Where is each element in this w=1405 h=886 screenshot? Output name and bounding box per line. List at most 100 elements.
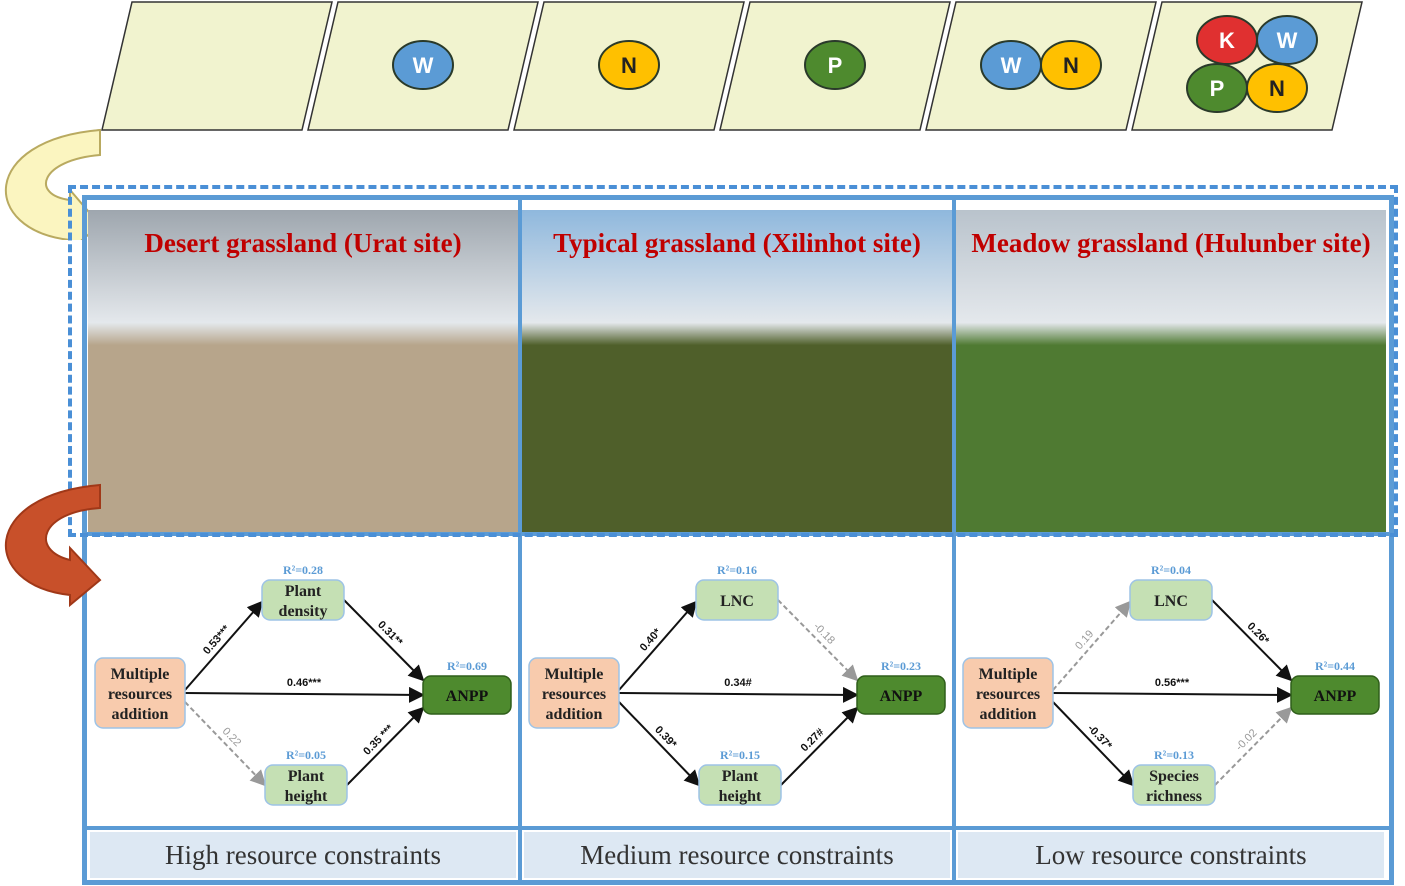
- node-label: ANPP: [1314, 688, 1357, 705]
- path-coefficient: 0.22: [220, 725, 244, 749]
- svg-text:N: N: [621, 53, 637, 78]
- path-source-to-bottom: 0.22: [184, 701, 267, 787]
- nutrient-W-circle: W: [1256, 15, 1318, 65]
- site-title: Typical grassland (Xilinhot site): [553, 228, 921, 258]
- path-coefficient: 0.31**: [375, 619, 405, 649]
- path-diagram: 0.53*** 0.46*** 0.22 0.31** 0.35 *** Multiple…: [94, 563, 512, 806]
- nutrient-W-circle: W: [980, 40, 1042, 90]
- path-coefficient: 0.39*: [652, 724, 679, 751]
- nutrient-P-circle: P: [1186, 63, 1248, 113]
- path-bottom-to-target: -0.02: [1214, 706, 1293, 786]
- path-coefficient: 0.46***: [287, 677, 322, 689]
- nutrient-N-circle: N: [1040, 40, 1102, 90]
- svg-text:N: N: [1269, 76, 1285, 101]
- treatment-all: K W P N: [1131, 1, 1363, 131]
- nutrient-K-circle: K: [1196, 15, 1258, 65]
- path-coefficient: -0.02: [1234, 727, 1260, 753]
- r-squared-label: R²=0.13: [1154, 748, 1194, 762]
- path-top-to-target: 0.26*: [1211, 599, 1293, 682]
- site-photo: Meadow grassland (Hulunber site): [956, 210, 1386, 532]
- treatment-nitrogen: N: [513, 1, 745, 131]
- r-squared-label: R²=0.23: [881, 659, 921, 673]
- nutrient-P-circle: P: [804, 40, 866, 90]
- node-label: LNC: [720, 593, 754, 610]
- r-squared-label: R²=0.16: [717, 563, 757, 577]
- red-curved-arrow: [4, 483, 102, 608]
- treatment-phosphorus: P: [719, 1, 951, 131]
- path-source-to-top: 0.53***: [184, 600, 264, 691]
- r-squared-label: R²=0.04: [1151, 563, 1191, 577]
- svg-text:N: N: [1063, 53, 1079, 78]
- path-source-to-target: 0.34#: [618, 677, 859, 703]
- node-top: LNC R²=0.16: [695, 563, 779, 621]
- path-coefficient: 0.34#: [724, 677, 752, 689]
- node-label: ANPP: [446, 688, 489, 705]
- node-target: ANPP R²=0.23: [856, 659, 946, 715]
- path-source-to-top: 0.19: [1052, 600, 1132, 691]
- photo-dashed-outline: [68, 185, 1398, 537]
- svg-text:W: W: [413, 53, 434, 78]
- path-coefficient: 0.27#: [799, 726, 827, 754]
- nutrient-N-circle: N: [598, 40, 660, 90]
- node-top: LNC R²=0.04: [1129, 563, 1213, 621]
- site-title: Desert grassland (Urat site): [144, 228, 462, 258]
- treatment-water: W: [307, 1, 539, 131]
- svg-text:W: W: [1001, 53, 1022, 78]
- path-bottom-to-target: 0.27#: [780, 706, 859, 786]
- svg-text:P: P: [1210, 76, 1225, 101]
- divider: [952, 200, 956, 880]
- constraint-label: Medium resource constraints: [524, 832, 950, 878]
- path-top-to-target: -0.18: [777, 599, 859, 682]
- path-coefficient: 0.19: [1073, 628, 1096, 652]
- path-top-to-target: 0.31**: [343, 599, 425, 682]
- constraint-label: Low resource constraints: [958, 832, 1384, 878]
- sites-frame: [82, 195, 1394, 885]
- nutrient-N-circle: N: [1246, 63, 1308, 113]
- node-target: ANPP R²=0.44: [1290, 659, 1380, 715]
- r-squared-label: R²=0.05: [286, 748, 326, 762]
- svg-text:K: K: [1219, 28, 1235, 53]
- svg-text:P: P: [828, 53, 843, 78]
- path-source-to-target: 0.46***: [184, 677, 425, 703]
- site-title: Meadow grassland (Hulunber site): [971, 228, 1371, 258]
- svg-text:W: W: [1277, 28, 1298, 53]
- site-photo: Typical grassland (Xilinhot site): [522, 210, 952, 532]
- path-coefficient: 0.26*: [1245, 620, 1272, 647]
- node-label: ANPP: [880, 688, 923, 705]
- r-squared-label: R²=0.44: [1315, 659, 1355, 673]
- path-source-to-top: 0.40*: [618, 600, 698, 691]
- path-bottom-to-target: 0.35 ***: [346, 706, 425, 786]
- treatment-control: [101, 1, 333, 131]
- path-coefficient: 0.56***: [1155, 677, 1190, 689]
- divider: [86, 826, 1391, 830]
- divider: [518, 200, 522, 880]
- path-source-to-bottom: -0.37*: [1052, 701, 1135, 787]
- site-photo: Desert grassland (Urat site): [88, 210, 518, 532]
- r-squared-label: R²=0.15: [720, 748, 760, 762]
- r-squared-label: R²=0.28: [283, 563, 323, 577]
- node-label: LNC: [1154, 593, 1188, 610]
- path-coefficient: -0.18: [811, 621, 837, 647]
- nutrient-W-circle: W: [392, 40, 454, 90]
- path-coefficient: 0.40*: [638, 626, 664, 654]
- path-coefficient: -0.37*: [1085, 723, 1115, 753]
- path-source-to-target: 0.56***: [1052, 677, 1293, 703]
